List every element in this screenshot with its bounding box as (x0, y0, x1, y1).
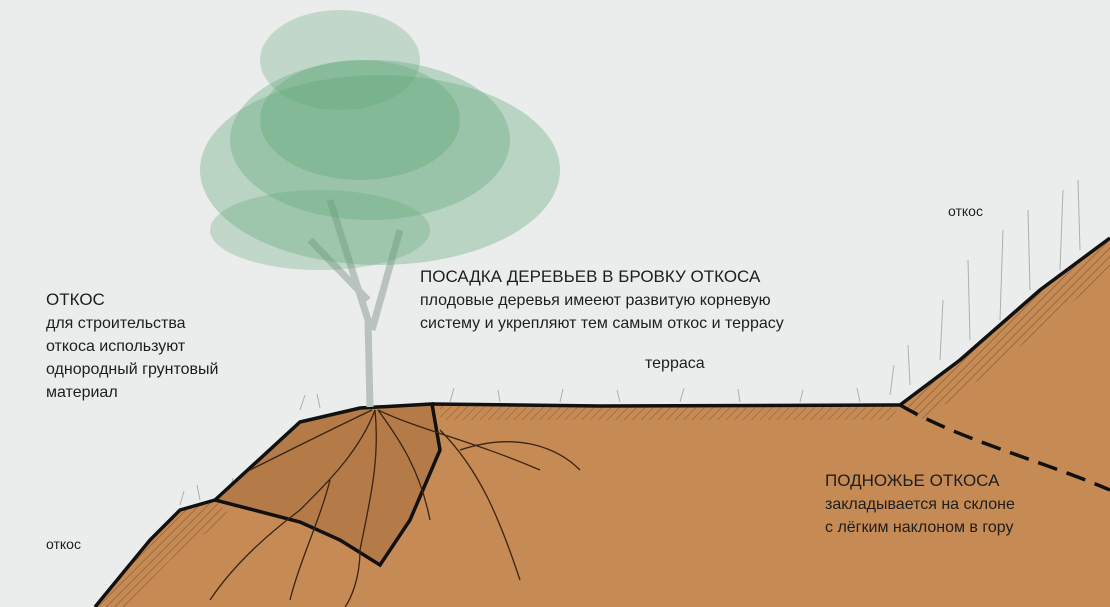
slope-left-title: ОТКОС (46, 290, 105, 309)
planting-title: ПОСАДКА ДЕРЕВЬЕВ В БРОВКУ ОТКОСА (420, 267, 761, 286)
tree-canopy (200, 10, 560, 270)
slope-hatching-left (95, 500, 230, 607)
tree-roots (209, 409, 581, 607)
slope-hatching-right (900, 238, 1110, 420)
slope-bottom-left-label: откос (46, 536, 81, 552)
slope-foot-dashed-line (899, 403, 1110, 492)
planting-line: плодовые деревья имееют развитую корневу… (420, 292, 771, 309)
grass (179, 179, 1081, 506)
planting-line: систему и укрепляют тем самым откос и те… (420, 315, 784, 332)
slope-left-line: для строительства (46, 315, 186, 332)
tree-trunk (307, 198, 404, 408)
root-ball (211, 402, 442, 568)
slope-left-line: однородный грунтовый (46, 361, 219, 378)
slope-left-line: откоса используют (46, 338, 186, 355)
foot-line: с лёгким наклоном в гору (825, 519, 1014, 536)
foot-title: ПОДНОЖЬЕ ОТКОСА (825, 471, 1000, 490)
foot-line: закладывается на склоне (825, 496, 1015, 513)
terrace-hatching (440, 405, 900, 420)
ground-outline (93, 236, 1110, 607)
slope-top-right-label: откос (948, 203, 983, 219)
tree (200, 10, 560, 408)
slope-left-line: материал (46, 384, 118, 401)
terrace-label: терраса (645, 355, 705, 372)
